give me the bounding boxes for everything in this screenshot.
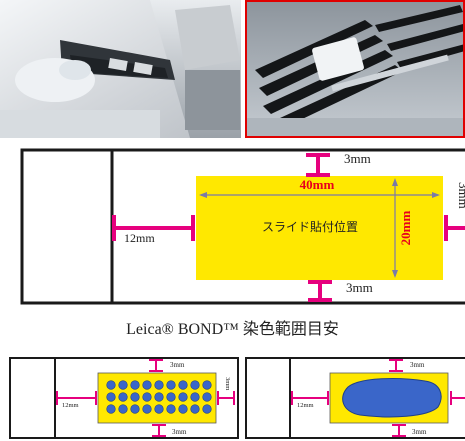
stainer-photo-graphic — [245, 0, 465, 138]
tissue-dot — [118, 404, 128, 414]
small-left-top-marker — [149, 359, 163, 372]
width-label: 40mm — [300, 177, 335, 192]
slide-layout-diagram: 3mm 3mm 12mm 3mm 40mm — [20, 148, 465, 305]
right-margin-marker — [444, 215, 465, 241]
tissue-dot — [190, 404, 200, 414]
small-right-right-marker — [450, 391, 465, 405]
tissue-dot — [106, 380, 116, 390]
stainer-photo — [245, 0, 465, 138]
small-left-bottom-marker — [152, 424, 166, 437]
small-right-left-label: 12mm — [297, 402, 314, 409]
small-right-bottom-marker — [392, 424, 406, 437]
height-guide — [392, 178, 398, 278]
tissue-dot — [142, 380, 152, 390]
small-left-top-label: 3mm — [170, 361, 185, 369]
tissue-dot — [154, 392, 164, 402]
tissue-dot — [118, 380, 128, 390]
slide-frame — [20, 148, 465, 305]
small-left-left-marker — [56, 391, 97, 405]
tissue-dot — [130, 380, 140, 390]
left-margin-marker — [112, 215, 195, 241]
tissue-dot — [202, 392, 212, 402]
small-right-left-marker — [291, 391, 329, 405]
small-right-top-marker — [389, 359, 403, 372]
width-guide — [199, 192, 440, 198]
small-slide-frame — [9, 357, 239, 439]
tissue-section-shape — [342, 378, 442, 418]
small-right-bottom-label: 3mm — [412, 428, 427, 436]
tissue-dot — [166, 380, 176, 390]
right-margin-label: 3mm — [456, 182, 465, 209]
tissue-dot — [178, 404, 188, 414]
staining-range-caption: Leica® BOND™ 染色範囲目安 — [126, 321, 339, 338]
tissue-dot — [178, 392, 188, 402]
tissue-dot — [130, 392, 140, 402]
height-label: 20mm — [398, 211, 413, 246]
tissue-dot — [190, 380, 200, 390]
small-left-left-label: 12mm — [62, 402, 79, 409]
slide-attach-area — [196, 176, 443, 280]
tissue-dot — [130, 404, 140, 414]
bottom-margin-marker — [308, 280, 332, 302]
small-right-top-label: 3mm — [410, 361, 425, 369]
tissue-dot — [154, 380, 164, 390]
small-left-right-label: 3mm — [224, 377, 231, 390]
tissue-dot — [190, 392, 200, 402]
slide-attach-area-label: スライド貼付位置 — [262, 219, 358, 234]
tissue-dot — [106, 404, 116, 414]
top-margin-label: 3mm — [344, 151, 371, 166]
small-left-right-marker — [217, 391, 235, 405]
small-diagram-tissue-section: 3mm 3mm 12mm — [245, 357, 465, 439]
tissue-dot — [166, 404, 176, 414]
top-margin-marker — [306, 153, 330, 177]
tissue-dot — [178, 380, 188, 390]
bottom-margin-label: 3mm — [346, 280, 373, 295]
tissue-dot — [106, 392, 116, 402]
tissue-dot — [142, 392, 152, 402]
slide-tray-photo — [0, 0, 241, 138]
small-left-bottom-label: 3mm — [172, 428, 187, 436]
tissue-dot — [142, 404, 152, 414]
small-slide-frame — [245, 357, 465, 439]
dot-grid — [106, 380, 212, 414]
tissue-dot — [202, 380, 212, 390]
tissue-dot — [118, 392, 128, 402]
tissue-dot — [154, 404, 164, 414]
slide-tray-photo-graphic — [0, 0, 241, 138]
small-diagram-dot-array: 3mm 3mm 12mm 3mm — [9, 357, 239, 439]
left-margin-label: 12mm — [124, 231, 155, 245]
tissue-dot — [202, 404, 212, 414]
tissue-dot — [166, 392, 176, 402]
